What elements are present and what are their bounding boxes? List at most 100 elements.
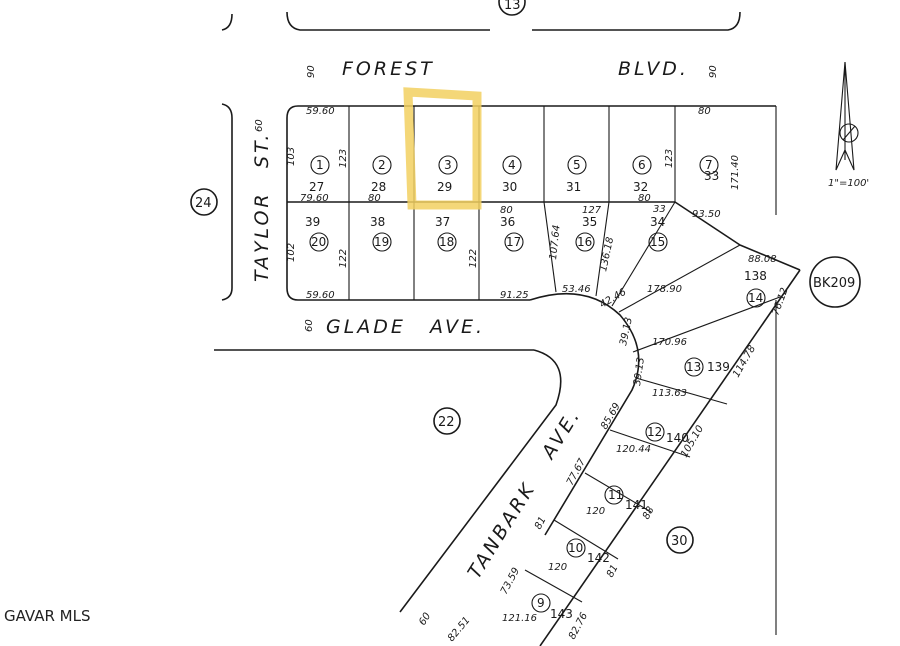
book-209-label: BK209	[813, 276, 855, 291]
glade-ave-label: AVE.	[428, 316, 485, 338]
dim-label: 114.78	[731, 344, 758, 380]
parcel-number: 138	[744, 269, 767, 283]
parcel-number: 35	[582, 215, 597, 229]
parcel-number: 39	[305, 215, 320, 229]
lot-number: 1	[316, 158, 324, 172]
north-arrow-icon	[835, 61, 859, 171]
taylor-width: 60	[254, 119, 265, 132]
dim-label: 80	[368, 193, 381, 204]
dim-label: 39.13	[632, 357, 647, 387]
parcel-number: 28	[371, 180, 386, 194]
dim-label: 82.51	[446, 615, 473, 644]
dim-label: 91.25	[500, 290, 529, 301]
lot-number: 15	[650, 235, 665, 249]
lot-number: 20	[311, 235, 326, 249]
book-209-circle	[809, 256, 861, 308]
block-13-label: 13	[504, 0, 521, 13]
parcel-number: 143	[550, 607, 573, 621]
parcel-number: 141	[625, 498, 648, 512]
curve-lots: 14 13 12 11 10 9 138 139 140 141 142 143	[531, 269, 767, 621]
tanbark-street-label: TANBARK	[464, 478, 541, 583]
lot-number: 4	[508, 158, 516, 172]
lot-number: 17	[506, 235, 521, 249]
forest-width-left: 90	[306, 65, 317, 78]
dim-label: 171.40	[730, 155, 741, 190]
parcel-number: 34	[650, 215, 665, 229]
dim-label: 77.67	[565, 456, 588, 487]
lot-number: 9	[537, 596, 545, 610]
dim-label: 88.08	[748, 254, 777, 265]
dim-label: 81	[533, 515, 549, 531]
dim-label: 122	[338, 249, 349, 268]
dim-label: 79.60	[300, 193, 329, 204]
dim-label: 80	[500, 205, 513, 216]
parcel-number: 33	[704, 169, 719, 183]
dim-label: 103	[286, 147, 297, 166]
forest-width-right: 90	[708, 65, 719, 78]
lot-number: 10	[568, 541, 583, 555]
dim-label: 122	[468, 249, 479, 268]
parcel-number: 32	[633, 180, 648, 194]
dim-label: 80	[638, 193, 651, 204]
dim-label: 136.18	[598, 236, 616, 273]
dim-label: 33	[653, 204, 666, 215]
highlighted-lot-3	[403, 87, 482, 210]
upper-lots: 1 2 3 4 5 6 7 27 28 29 30 31 32 33	[309, 155, 719, 194]
dim-label: 120	[548, 562, 567, 573]
parcel-number: 38	[370, 215, 385, 229]
lot-number: 12	[647, 425, 662, 439]
dim-label: 123	[338, 149, 349, 168]
parcel-number: 36	[500, 215, 515, 229]
lot-number: 2	[378, 158, 386, 172]
tanbark-inner-curve	[399, 349, 562, 613]
dim-label: 120.44	[616, 444, 651, 455]
block-13-boundary	[221, 0, 741, 31]
dim-label: 85.69	[599, 401, 623, 431]
dim-label: 93.50	[692, 209, 721, 220]
lot-number: 6	[638, 158, 646, 172]
parcel-number: 37	[435, 215, 450, 229]
dim-label: 107.64	[548, 224, 563, 260]
dim-label: 81	[605, 563, 621, 579]
dim-label: 39.13	[618, 316, 635, 346]
dim-label: 76.12	[770, 286, 790, 317]
dim-label: 127	[582, 205, 602, 216]
block-30-circle	[666, 526, 694, 554]
lot-number: 16	[577, 235, 592, 249]
dim-label: 59.60	[306, 290, 335, 301]
mls-watermark: GAVAR MLS	[4, 607, 91, 625]
tanbark-width: 60	[417, 611, 433, 628]
lot-number: 18	[439, 235, 454, 249]
parcel-number: 140	[666, 431, 689, 445]
blvd-street-label: BLVD.	[618, 58, 689, 80]
glade-street-label: GLADE	[326, 316, 406, 338]
block-22-label: 22	[438, 415, 455, 430]
parcel-number: 142	[587, 551, 610, 565]
scale-label: 1"=100'	[828, 178, 869, 189]
block-22-circle	[433, 407, 461, 435]
block-30-label: 30	[671, 534, 688, 549]
lot-number: 14	[748, 291, 763, 305]
st-street-label: ST.	[251, 132, 273, 168]
tanbark-ave-label: AVE.	[537, 404, 586, 464]
dim-label: 59.60	[306, 106, 335, 117]
parcel-number: 27	[309, 180, 324, 194]
lot-number: 7	[705, 158, 713, 172]
block-24-label: 24	[195, 196, 212, 211]
taylor-bracket	[221, 103, 233, 301]
forest-street-label: FOREST	[342, 58, 435, 80]
lot-number: 19	[374, 235, 389, 249]
glade-width: 60	[304, 319, 315, 332]
dimension-labels: 59.60 80 103 123 123 171.40 79.60 80 80 …	[286, 106, 791, 644]
dim-label: 113.63	[652, 388, 687, 399]
block-24-circle	[190, 188, 218, 216]
dim-label: 120	[586, 506, 605, 517]
main-block-outline	[286, 105, 801, 646]
lot-number: 11	[608, 488, 623, 502]
lot-number: 3	[444, 158, 452, 172]
dim-label: 88	[641, 505, 657, 521]
parcel-number: 31	[566, 180, 581, 194]
dim-label: 42.46	[598, 287, 628, 311]
dim-label: 73.59	[499, 566, 522, 596]
